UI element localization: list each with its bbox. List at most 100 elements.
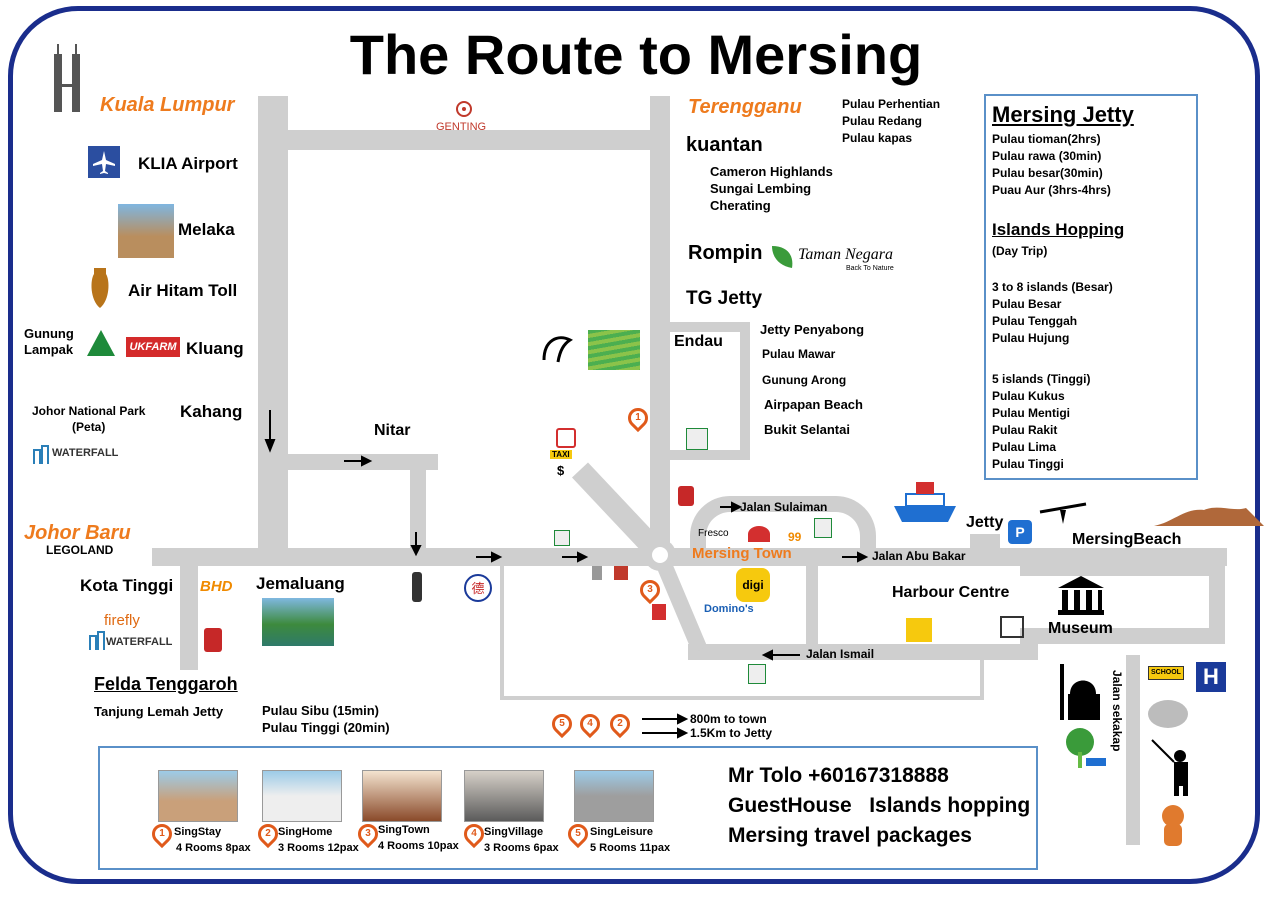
tanjung-label: Tanjung Lemah Jetty — [94, 704, 224, 719]
seven-eleven-2-icon — [814, 518, 832, 538]
seven-eleven-icon — [686, 428, 708, 450]
stay-rooms: 3 Rooms 6pax — [484, 842, 559, 854]
legoland-label: LEGOLAND — [46, 543, 114, 557]
vase-icon — [91, 268, 109, 308]
cherating-label: Cherating — [710, 198, 771, 213]
road-endau-bottom — [668, 450, 750, 460]
hopping-item: Pulau Mentigi — [992, 406, 1070, 420]
johor-national-park-label: Johor National Park (Peta) — [32, 404, 146, 434]
airpapan-label: Airpapan Beach — [764, 397, 863, 412]
stay-rooms: 5 Rooms 11pax — [590, 842, 671, 854]
redang-label: Pulau Redang — [842, 114, 923, 128]
gunung-lampak-label: Gunung Lampak — [24, 326, 74, 357]
hopping-item: 3 to 8 islands (Besar) — [992, 280, 1113, 294]
stay-pin-icon: 1 — [147, 819, 177, 849]
ukfarm-logo: UKFARM — [126, 337, 180, 357]
kota-tinggi-label: Kota Tinggi — [80, 576, 174, 595]
taman-negara-sub: Back To Nature — [846, 265, 894, 272]
taxi-label: TAXI — [550, 450, 572, 459]
gunung-arong-label: Gunung Arong — [762, 373, 847, 387]
hospital-sign: H — [1196, 662, 1226, 692]
jetty-item: Pulau besar(30min) — [992, 166, 1103, 180]
klia-label: KLIA Airport — [138, 154, 238, 173]
hopping-item: 5 islands (Tinggi) — [992, 372, 1091, 386]
pizza-hut-icon — [748, 526, 770, 542]
petronas-towers-icon — [54, 44, 80, 112]
stone-icon — [1148, 700, 1188, 728]
svg-text:德: 德 — [471, 582, 484, 597]
pulau-sibu-label: Pulau Sibu (15min) — [262, 703, 380, 718]
road-lane-west — [500, 560, 504, 700]
leaf-icon — [772, 246, 793, 268]
shop-icon — [652, 604, 666, 620]
animal-icon — [542, 336, 573, 363]
jetty-item: Pulau tioman(2hrs) — [992, 132, 1101, 146]
park-icon — [1066, 728, 1106, 768]
guesthouse-panel: 1 SingStay 4 Rooms 8pax 2 SingHome 3 Roo… — [98, 746, 1038, 870]
seesaw-icon — [1039, 502, 1087, 524]
bus-icon — [556, 428, 576, 448]
bukit-selantai-label: Bukit Selantai — [764, 422, 850, 437]
stay-rooms: 4 Rooms 8pax — [176, 842, 251, 854]
contact-line: GuestHouse Islands hopping — [728, 794, 1031, 817]
singstay-photo — [158, 770, 238, 822]
road-endau — [668, 322, 748, 332]
kahang-label: Kahang — [180, 402, 243, 421]
jemaluang-photo — [262, 598, 334, 646]
kapas-label: Pulau kapas — [842, 131, 913, 145]
waterfall-2-icon — [89, 631, 105, 650]
kuala-lumpur-label: Kuala Lumpur — [100, 94, 235, 116]
johor-baru-label: Johor Baru — [24, 522, 131, 544]
road-kota-tinggi — [180, 560, 198, 670]
distance-town-label: 800m to town — [690, 712, 767, 726]
fresco-label: Fresco — [698, 528, 729, 539]
melaka-label: Melaka — [178, 220, 235, 239]
school-sign: SCHOOL — [1148, 666, 1184, 680]
jetty-panel-heading: Mersing Jetty — [992, 102, 1134, 127]
stay-name: SingLeisure — [590, 826, 653, 838]
mersing-town-label: Mersing Town — [692, 545, 792, 562]
kluang-label: Kluang — [186, 339, 244, 358]
singhome-photo — [262, 770, 342, 822]
contact-line: Mersing travel packages — [728, 824, 972, 847]
jetty-item: Pulau rawa (30min) — [992, 149, 1102, 163]
church-icon — [1000, 616, 1024, 638]
jalan-sulaiman-label: Jalan Sulaiman — [740, 500, 828, 514]
perhentian-label: Pulau Perhentian — [842, 97, 941, 111]
mersing-jetty-panel: Mersing Jetty Pulau tioman(2hrs) Pulau r… — [984, 94, 1198, 480]
dominos-label: Domino's — [704, 603, 754, 615]
road-sekakap — [1126, 655, 1140, 845]
firefly-logo: firefly — [104, 612, 140, 629]
rocks-icon — [1154, 507, 1264, 526]
jetty-penyabong-label: Jetty Penyabong — [760, 322, 865, 337]
mountain-icon — [87, 330, 115, 356]
hopping-item: Pulau Besar — [992, 297, 1062, 311]
hopping-item: Pulau Lima — [992, 440, 1057, 454]
road-lane-east — [980, 660, 984, 700]
page-title: The Route to Mersing — [349, 23, 923, 86]
parking-icon: P — [1008, 520, 1032, 544]
road-lane-bottom — [500, 696, 984, 700]
road-jetty-stub — [970, 534, 1000, 560]
genting-label: GENTING — [436, 121, 487, 133]
endau-label: Endau — [674, 333, 723, 350]
hopping-heading: Islands Hopping — [992, 220, 1125, 239]
road-west-trunk — [258, 96, 288, 556]
ferry-icon — [894, 482, 956, 522]
stay-name: SingTown — [378, 824, 430, 836]
jalan-ismail-label: Jalan Ismail — [806, 647, 875, 661]
mascot-icon — [1162, 805, 1184, 846]
singvillage-photo — [464, 770, 544, 822]
hopping-item: Pulau Hujung — [992, 331, 1070, 345]
cameron-label: Cameron Highlands — [710, 164, 833, 179]
seven-eleven-3-icon — [554, 530, 570, 546]
digi-logo: digi — [736, 568, 770, 602]
stay-name: SingHome — [278, 826, 333, 838]
pulau-tinggi-label: Pulau Tinggi (20min) — [262, 720, 390, 735]
jemaluang-label: Jemaluang — [256, 574, 345, 593]
waterfall-2-label: WATERFALL — [106, 636, 173, 648]
waterfall-icon — [33, 445, 49, 464]
rompin-label: Rompin — [688, 242, 763, 264]
melaka-photo — [118, 204, 174, 258]
